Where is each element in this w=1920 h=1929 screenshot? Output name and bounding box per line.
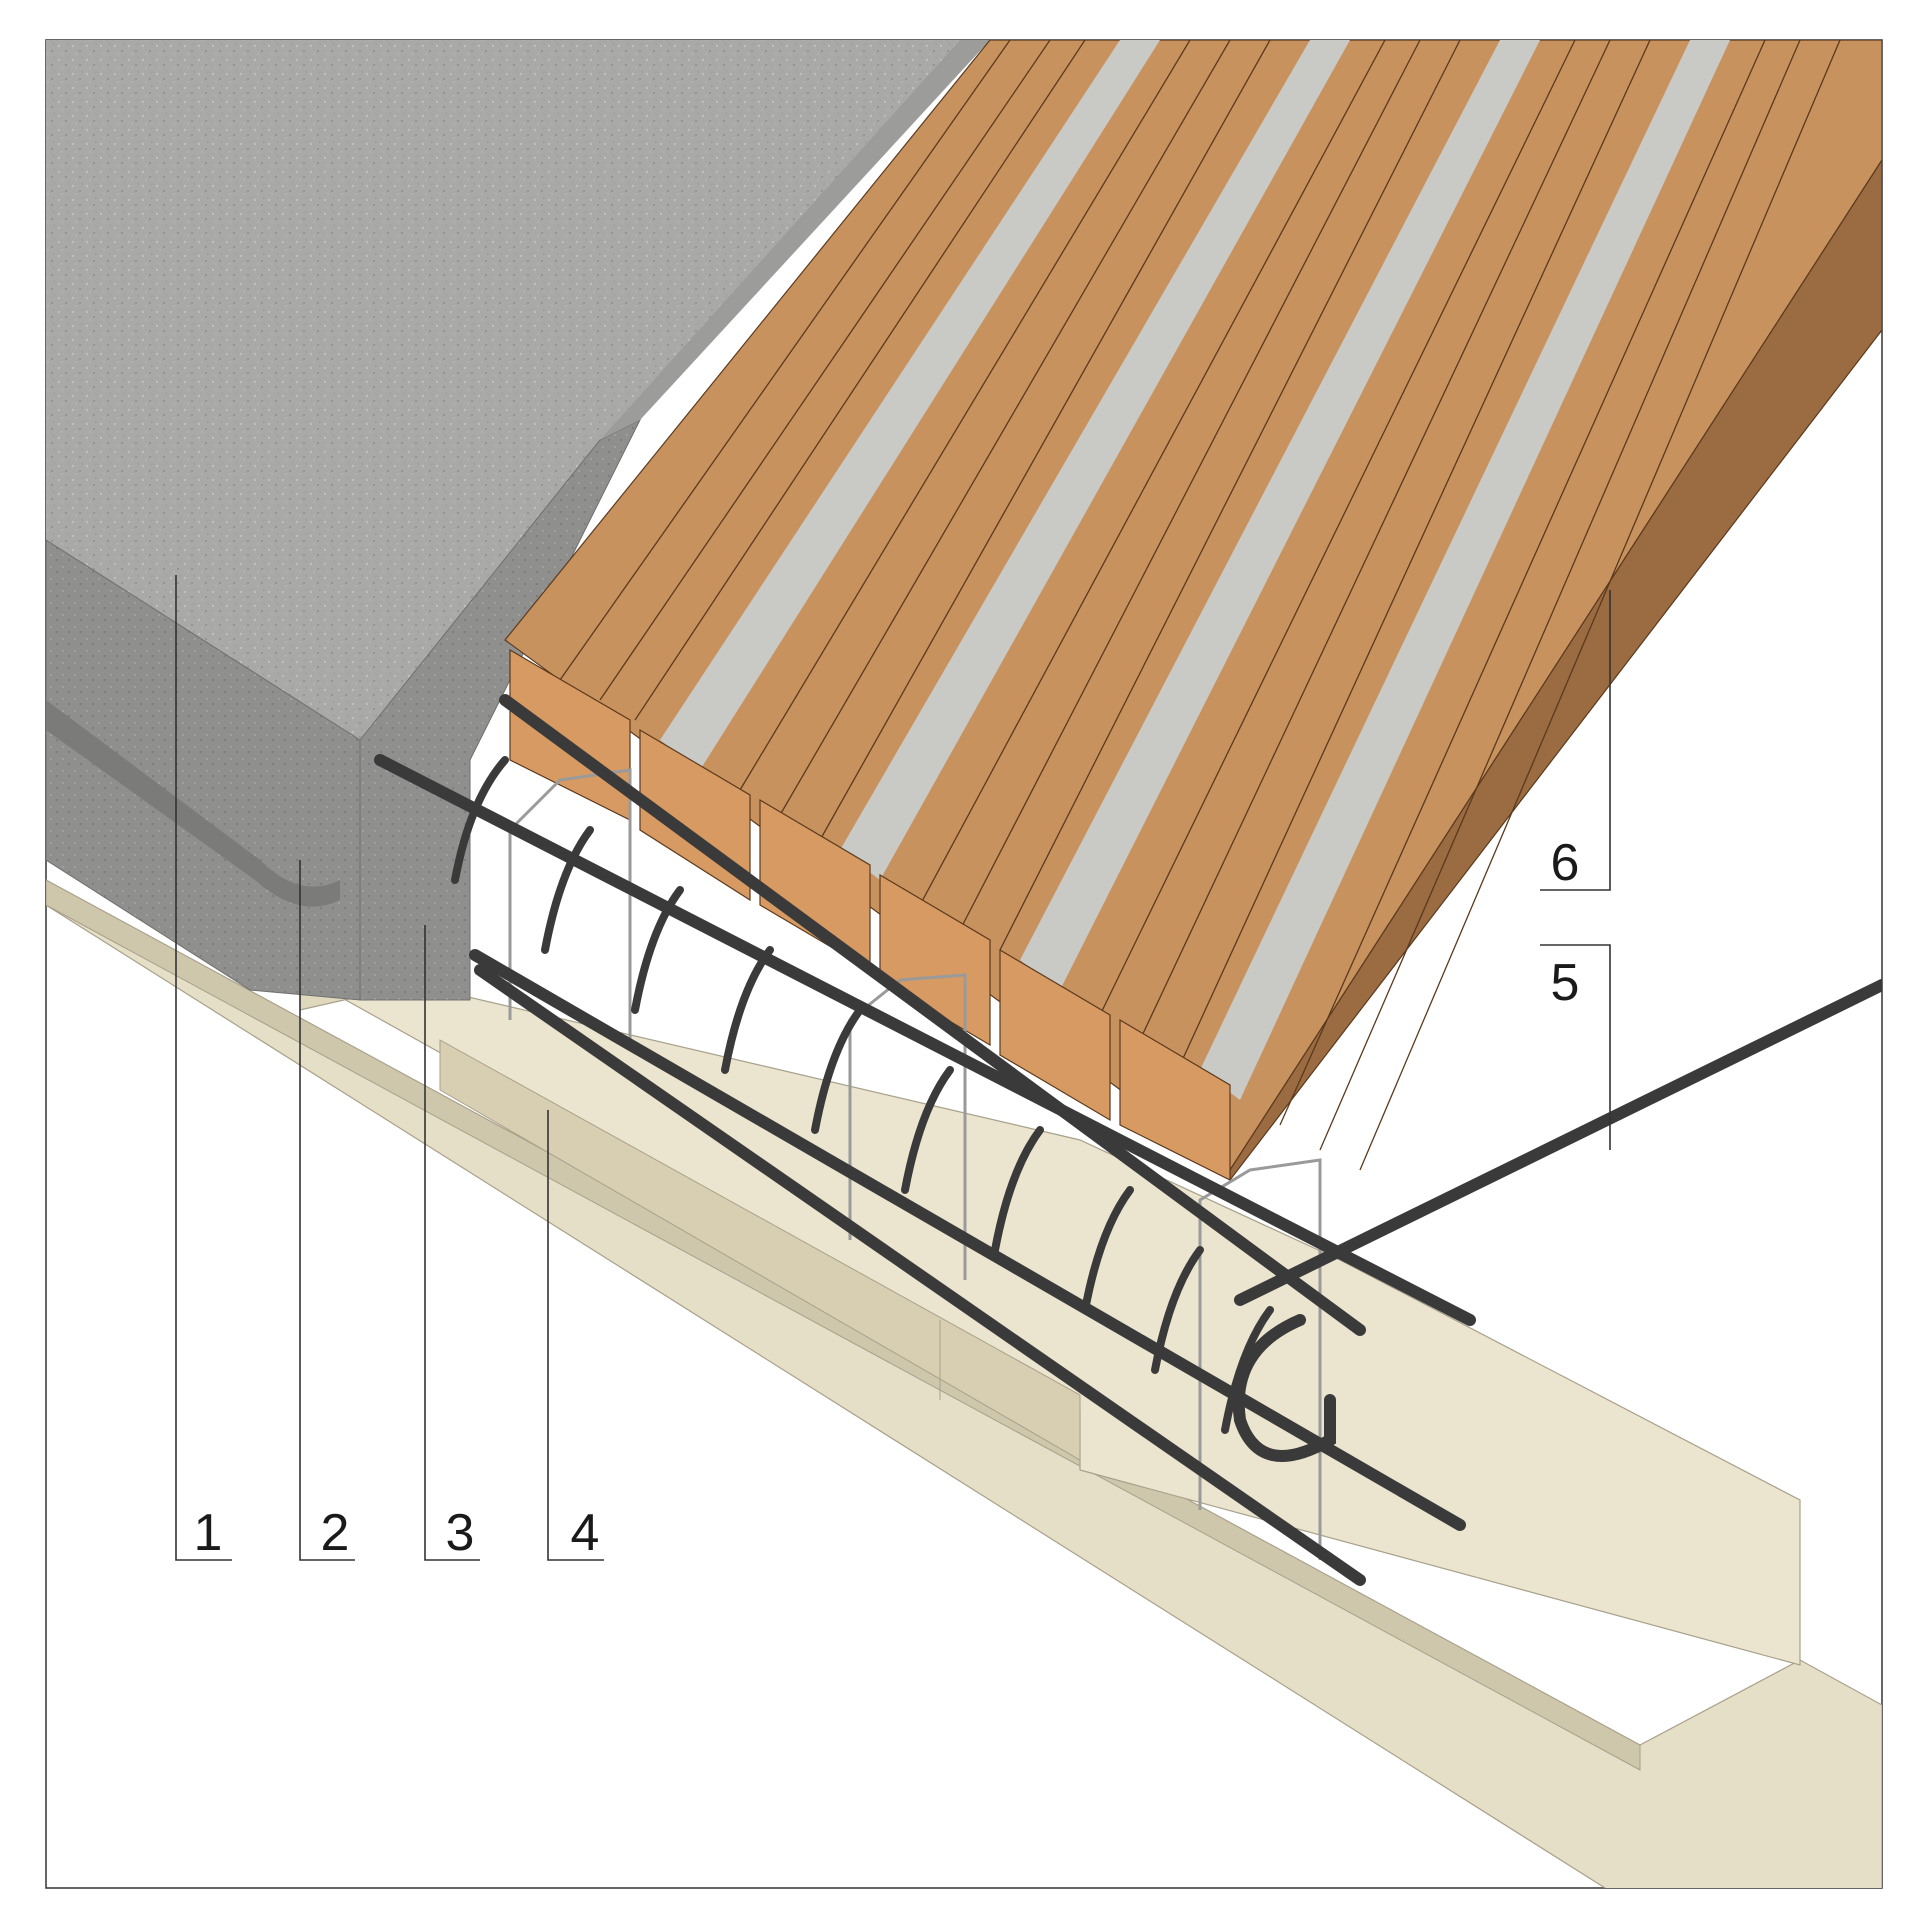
brick-block-floor [504, 40, 1882, 1182]
callout-5: 5 [1540, 944, 1611, 1150]
leader-line-2 [299, 860, 355, 1561]
callout-1: 1 [175, 575, 232, 1562]
rebars [374, 694, 1882, 1586]
callout-3: 3 [424, 925, 480, 1562]
hook-bars [451, 756, 1274, 1434]
callout-label-6: 6 [1551, 834, 1580, 892]
formwork-board [46, 879, 1882, 1888]
callout-2: 2 [299, 860, 355, 1562]
callout-label-2: 2 [321, 1504, 350, 1562]
callout-4: 4 [547, 1110, 604, 1562]
leader-line-4 [547, 1110, 604, 1561]
callout-label-5: 5 [1551, 954, 1580, 1012]
leader-line-6 [1540, 590, 1611, 891]
callout-label-4: 4 [571, 1504, 600, 1562]
leader-line-3 [424, 925, 480, 1561]
leader-line-1 [175, 575, 232, 1561]
callout-6: 6 [1540, 590, 1611, 892]
leader-line-5 [1540, 944, 1611, 1150]
callout-label-3: 3 [446, 1504, 475, 1562]
callout-label-1: 1 [194, 1504, 223, 1562]
precast-concrete-slab [46, 40, 990, 1001]
